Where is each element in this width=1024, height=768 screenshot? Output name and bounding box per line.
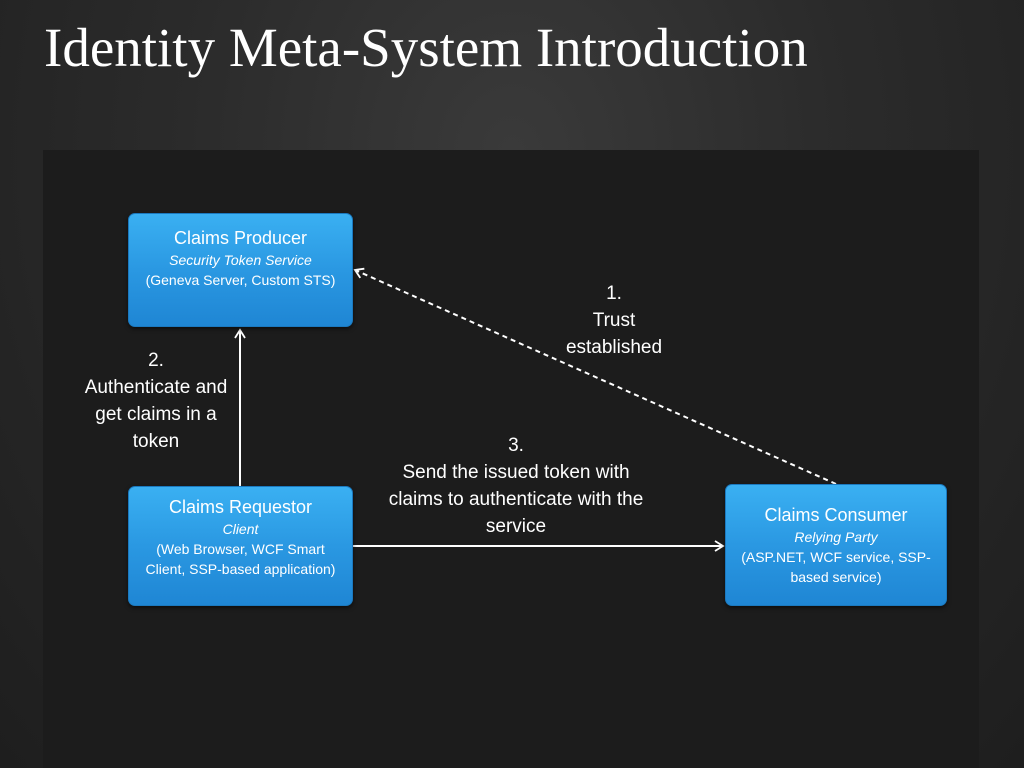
step-text: Send the issued token with claims to aut… — [388, 462, 644, 537]
node-role: Relying Party — [794, 529, 878, 545]
step-text: Authenticate and get claims in a token — [84, 377, 228, 452]
node-title: Claims Requestor — [168, 497, 313, 517]
step-text: Trust established — [565, 310, 663, 358]
step-number: 2. — [148, 350, 164, 371]
node-detail: (ASP.NET, WCF service, SSP-based service… — [741, 549, 931, 585]
step-number: 3. — [508, 435, 524, 456]
claims-producer-node: Claims Producer Security Token Service (… — [128, 213, 353, 327]
node-title: Claims Producer — [173, 228, 308, 248]
node-role: Security Token Service — [169, 252, 312, 268]
node-title: Claims Consumer — [764, 505, 908, 525]
claims-consumer-node: Claims Consumer Relying Party (ASP.NET, … — [725, 484, 947, 606]
claims-requestor-node: Claims Requestor Client (Web Browser, WC… — [128, 486, 353, 606]
slide-title: Identity Meta-System Introduction — [44, 17, 808, 78]
node-role: Client — [222, 521, 259, 537]
step-3-label: 3. Send the issued token with claims to … — [382, 432, 650, 540]
step-1-label: 1. Trust established — [544, 280, 684, 361]
trust-connector-dashed-arrow — [353, 267, 837, 485]
node-detail: (Geneva Server, Custom STS) — [145, 272, 336, 288]
step-2-label: 2. Authenticate and get claims in a toke… — [72, 347, 240, 455]
step-number: 1. — [606, 283, 622, 304]
node-detail: (Web Browser, WCF Smart Client, SSP-base… — [145, 541, 336, 577]
